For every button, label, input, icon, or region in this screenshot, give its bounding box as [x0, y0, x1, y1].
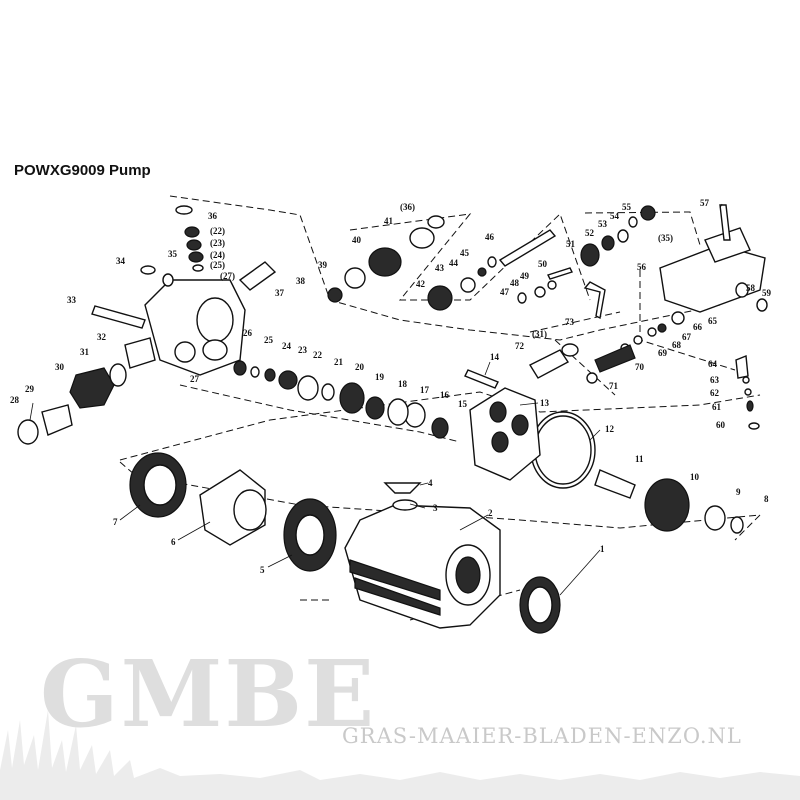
part-label: 68: [672, 340, 682, 350]
part-label: 58: [746, 283, 756, 293]
part-label: 31: [80, 347, 90, 357]
part-label: 4: [428, 478, 433, 488]
part-label: 22: [313, 350, 323, 360]
part-label: 7: [113, 517, 118, 527]
part-label: 52: [585, 228, 595, 238]
part-label: 73: [565, 317, 575, 327]
part-label: 35: [168, 249, 178, 259]
part-label: (23): [210, 238, 225, 248]
part-label: 17: [420, 385, 430, 395]
part-label: 27: [190, 374, 200, 384]
part-label: 15: [458, 399, 468, 409]
part-label: 65: [708, 316, 718, 326]
part-label: 56: [637, 262, 647, 272]
part-label: 8: [764, 494, 769, 504]
part-label: 36: [208, 211, 218, 221]
part-label: 33: [67, 295, 77, 305]
part-label: 67: [682, 332, 692, 342]
part-label: 47: [500, 287, 510, 297]
part-label: 51: [566, 239, 576, 249]
part-label: 34: [116, 256, 126, 266]
part-label: 6: [171, 537, 176, 547]
watermark-logo: GMBE: [40, 640, 377, 748]
part-label: 19: [375, 372, 385, 382]
part-label: 21: [334, 357, 344, 367]
part-label: 3: [433, 503, 438, 513]
part-label: (36): [400, 202, 415, 212]
part-label: 53: [598, 219, 608, 229]
part-label: 45: [460, 248, 470, 258]
part-label: 69: [658, 348, 668, 358]
part-label: 24: [282, 341, 292, 351]
part-label: (22): [210, 226, 225, 236]
part-label: 5: [260, 565, 265, 575]
part-label: 11: [635, 454, 644, 464]
part-label: 10: [690, 472, 700, 482]
part-label: 40: [352, 235, 362, 245]
part-labels: 1 2 3 4 5 6 7 8 9 10 11 12 13 14 15 16 1…: [10, 198, 772, 575]
leader-lines: [29, 203, 723, 596]
part-label: 38: [296, 276, 306, 286]
part-label: 59: [762, 288, 772, 298]
part-label: 61: [712, 402, 722, 412]
part-label: 9: [736, 487, 741, 497]
part-label: 64: [708, 359, 718, 369]
part-label: 49: [520, 271, 530, 281]
part-label: 44: [449, 258, 459, 268]
part-label: 32: [97, 332, 107, 342]
part-label: 37: [275, 288, 285, 298]
part-label: 66: [693, 322, 703, 332]
part-label: 43: [435, 263, 445, 273]
part-label: 60: [716, 420, 726, 430]
part-label: (25): [210, 260, 225, 270]
part-label: 1: [600, 544, 605, 554]
part-label: 48: [510, 278, 520, 288]
part-label: 23: [298, 345, 308, 355]
part-label: 2: [488, 508, 493, 518]
part-label: 50: [538, 259, 548, 269]
part-label: 62: [710, 388, 720, 398]
part-label: 30: [55, 362, 65, 372]
part-label: 46: [485, 232, 495, 242]
part-label: 18: [398, 379, 408, 389]
part-label: (31): [532, 329, 547, 339]
part-label: 13: [540, 398, 550, 408]
part-label: 72: [515, 341, 525, 351]
part-label: 70: [635, 362, 645, 372]
part-label: 28: [10, 395, 20, 405]
part-label: 26: [243, 328, 253, 338]
part-label: 55: [622, 202, 632, 212]
part-label: 12: [605, 424, 615, 434]
part-label: 57: [700, 198, 710, 208]
part-label: (27): [220, 271, 235, 281]
part-label: 16: [440, 390, 450, 400]
part-label: 71: [609, 381, 619, 391]
part-label: 54: [610, 211, 620, 221]
part-label: 29: [25, 384, 35, 394]
page-title: POWXG9009 Pump: [14, 162, 151, 179]
grass-watermark-graphic: [0, 710, 800, 800]
part-label: (35): [658, 233, 673, 243]
part-label: 63: [710, 375, 720, 385]
part-label: 20: [355, 362, 365, 372]
part-label: 25: [264, 335, 274, 345]
part-label: 41: [384, 216, 394, 226]
part-label: 39: [318, 260, 328, 270]
part-label: 14: [490, 352, 500, 362]
part-label: 42: [416, 279, 426, 289]
watermark-url: GRAS-MAAIER-BLADEN-ENZO.NL: [342, 724, 742, 748]
parts-drawings: [17, 204, 768, 634]
part-label: (24): [210, 250, 225, 260]
